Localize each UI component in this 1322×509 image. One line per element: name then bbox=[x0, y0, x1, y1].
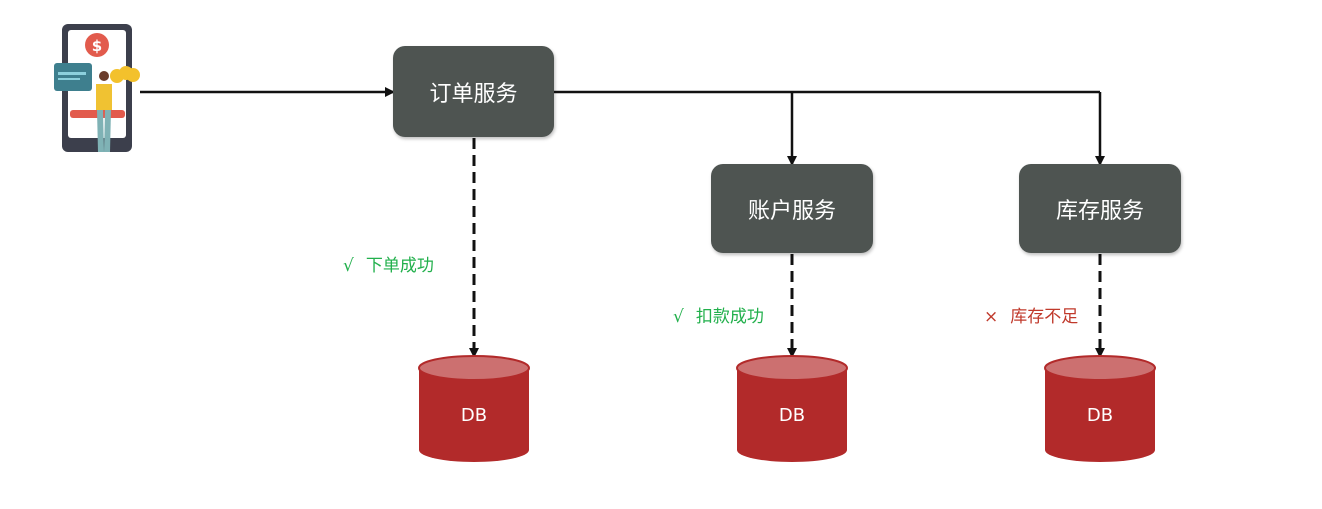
success-check-icon: √ bbox=[343, 256, 354, 276]
account-status-text: 扣款成功 bbox=[695, 307, 764, 327]
inventory-db-label: DB bbox=[1086, 405, 1114, 426]
failure-cross-icon: × bbox=[984, 307, 999, 327]
order-status: √ 下单成功 bbox=[343, 251, 434, 276]
order-service-label: 订单服务 bbox=[429, 81, 518, 107]
account-service-label: 账户服务 bbox=[747, 198, 836, 224]
order-service-box: 订单服务 bbox=[393, 46, 554, 137]
account-db-cylinder bbox=[736, 355, 848, 462]
order-db-cylinder bbox=[418, 355, 530, 462]
mobile-payment-icon: $ bbox=[54, 24, 140, 152]
success-check-icon: √ bbox=[673, 307, 684, 327]
account-service-box: 账户服务 bbox=[711, 164, 873, 253]
account-status: √ 扣款成功 bbox=[673, 302, 764, 327]
order-status-text: 下单成功 bbox=[365, 256, 434, 276]
inventory-db-cylinder bbox=[1044, 355, 1156, 462]
inventory-status-text: 库存不足 bbox=[1010, 307, 1079, 327]
inventory-service-box: 库存服务 bbox=[1019, 164, 1181, 253]
svg-text:$: $ bbox=[92, 37, 102, 55]
order-db-label: DB bbox=[460, 405, 488, 426]
inventory-status: × 库存不足 bbox=[984, 302, 1078, 327]
account-db-label: DB bbox=[778, 405, 806, 426]
inventory-service-label: 库存服务 bbox=[1055, 198, 1144, 224]
